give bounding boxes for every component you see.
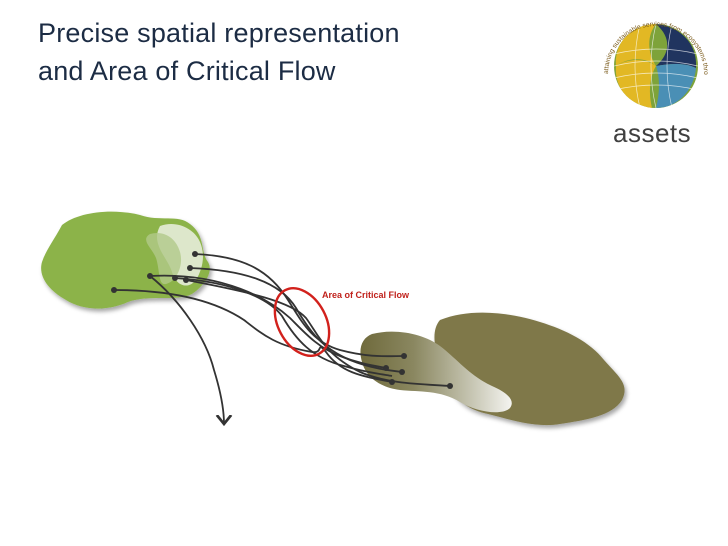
source-dot-1 [192, 251, 198, 257]
flow-line-3 [174, 277, 393, 377]
source-dot-6 [111, 287, 117, 293]
flow-line-5 [185, 279, 451, 387]
sink-dot-5 [447, 383, 453, 389]
source-region [41, 211, 210, 309]
source-dot-3 [172, 275, 178, 281]
flow-endpoints [111, 251, 453, 389]
flow-line-2 [189, 267, 403, 373]
sink-dot-3 [383, 365, 389, 371]
assets-logo: attaining sustainable services from ecos… [590, 4, 709, 108]
source-dot-4 [147, 273, 153, 279]
sink-dot-2 [399, 369, 405, 375]
source-dot-5 [183, 277, 189, 283]
flow-lines [113, 253, 451, 424]
flow-line-arrow [149, 275, 224, 424]
slide-title-line-1: Precise spatial representation [38, 18, 400, 48]
slide-title: Precise spatial representation and Area … [38, 14, 558, 90]
logo-wordmark: assets [613, 118, 692, 148]
source-dot-2 [187, 265, 193, 271]
sink-dot-1 [401, 353, 407, 359]
flow-line-4 [149, 274, 387, 369]
flow-line-6 [113, 289, 393, 383]
slide-title-line-2: and Area of Critical Flow [38, 56, 336, 86]
flow-line-1 [194, 253, 405, 358]
critical-flow-label: Area of Critical Flow [322, 290, 410, 300]
critical-flow-ellipse [273, 287, 331, 357]
sink-dot-4 [389, 379, 395, 385]
sink-region [360, 312, 625, 426]
